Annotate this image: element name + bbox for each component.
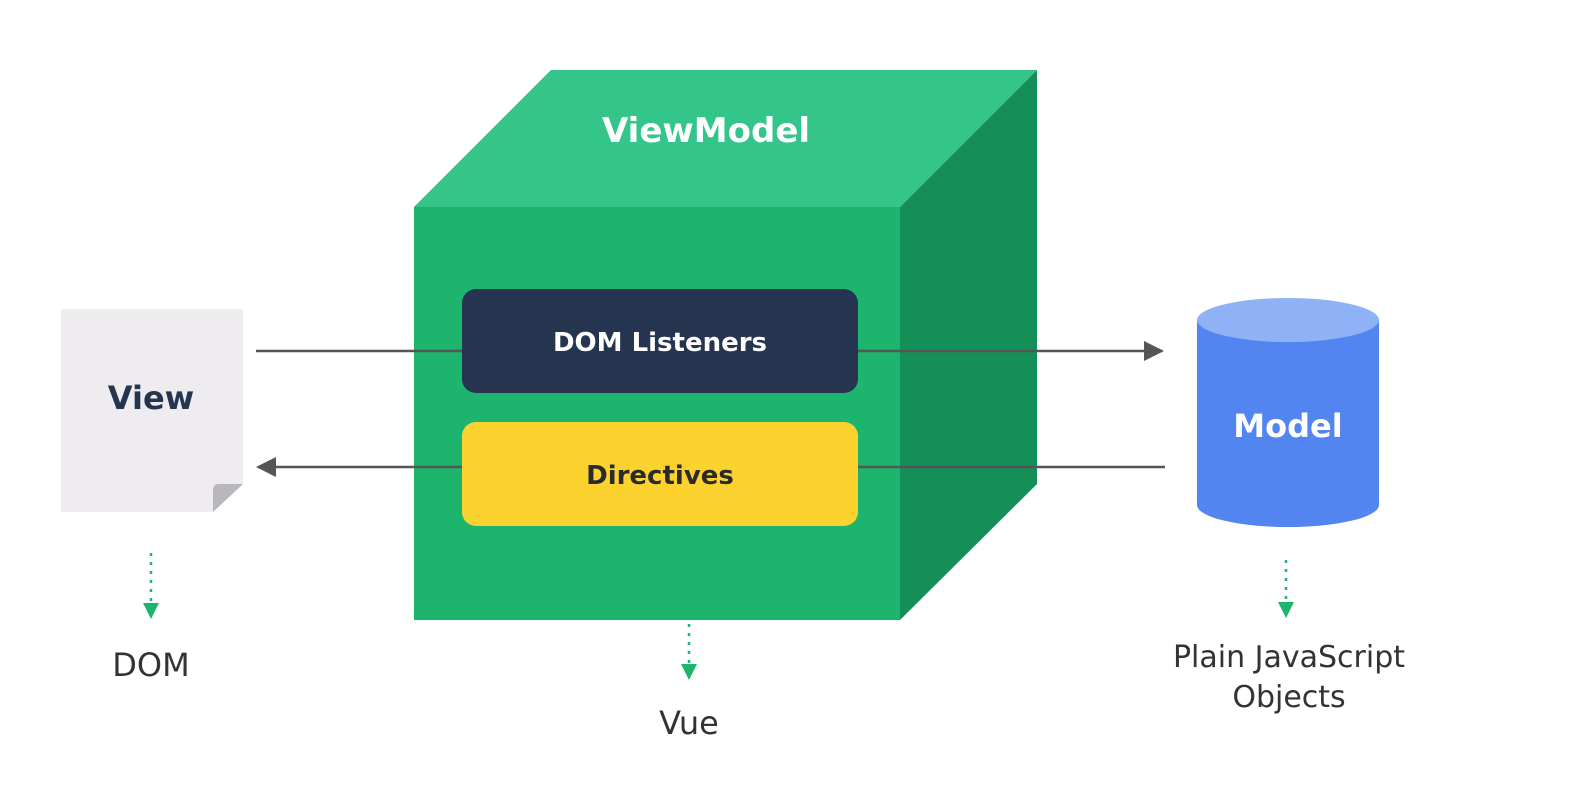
view-page: View <box>61 309 243 512</box>
cube-top-face <box>414 70 1037 207</box>
plain-js-caption-line2: Objects <box>1232 680 1345 715</box>
model-cylinder: Model <box>1197 298 1379 527</box>
cube-side-face <box>900 70 1037 620</box>
directives-label: Directives <box>586 461 734 491</box>
viewmodel-label: ViewModel <box>602 111 810 151</box>
dom-caption: DOM <box>112 646 189 684</box>
dom-listeners-label: DOM Listeners <box>553 328 767 358</box>
vue-dotted-arrowhead <box>681 664 697 680</box>
viewmodel-cube: ViewModel <box>414 70 1037 620</box>
view-label: View <box>108 379 194 417</box>
dom-dotted-arrowhead <box>143 603 159 619</box>
model-label: Model <box>1233 407 1342 445</box>
vue-caption: Vue <box>659 704 719 742</box>
plain-js-caption-line1: Plain JavaScript <box>1173 640 1405 675</box>
dom-listeners-box: DOM Listeners <box>462 289 858 393</box>
cube-front-face <box>414 207 900 620</box>
directives-box: Directives <box>462 422 858 526</box>
model-dotted-arrowhead <box>1278 602 1294 618</box>
